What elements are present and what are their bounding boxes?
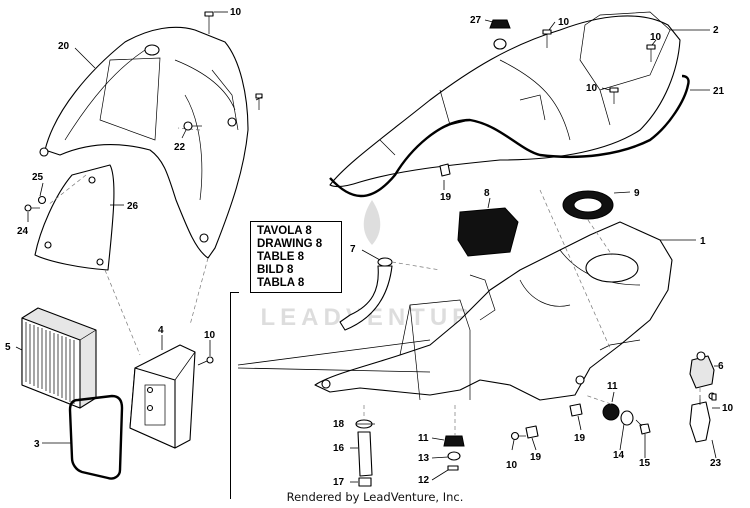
screw-22[interactable] (183, 121, 202, 131)
callout-10: 10 (722, 403, 734, 414)
callout-15: 15 (639, 458, 651, 469)
part-6-sensor[interactable] (689, 351, 715, 389)
part-11-rubber-mount-right[interactable] (602, 403, 620, 421)
part-23-drain-valve[interactable] (689, 392, 716, 443)
callout-16: 16 (333, 443, 345, 454)
callout-14: 14 (613, 450, 625, 461)
callout-21: 21 (713, 86, 725, 97)
reference-line: TAVOLA 8 (257, 225, 312, 237)
callout-6: 6 (718, 361, 724, 372)
part-3-filter-gasket[interactable] (68, 394, 124, 480)
screw-10-cover-a[interactable] (542, 29, 552, 48)
callout-1: 1 (700, 236, 706, 247)
callout-25: 25 (32, 172, 44, 183)
screw-10-duct[interactable] (197, 356, 214, 366)
part-26-side-plate[interactable] (34, 164, 115, 271)
footer-credit: Rendered by LeadVenture, Inc. (286, 490, 464, 504)
callout-20: 20 (58, 41, 70, 52)
callout-3: 3 (34, 439, 40, 450)
part-2-airbox-cover[interactable] (329, 11, 681, 187)
callout-19: 19 (440, 192, 452, 203)
reference-box: TAVOLA 8 DRAWING 8 TABLE 8 BILD 8 TABLA … (250, 221, 342, 293)
callout-19: 19 (574, 433, 586, 444)
part-1-airbox-body[interactable] (314, 221, 673, 401)
clip-19-upper[interactable] (439, 163, 451, 177)
callout-27: 27 (470, 15, 482, 26)
screw-10-bottom[interactable] (510, 431, 527, 441)
part-14-washer[interactable] (620, 410, 634, 426)
callout-8: 8 (484, 188, 490, 199)
callout-5: 5 (5, 342, 11, 353)
callout-2: 2 (713, 25, 719, 36)
callout-23: 23 (710, 458, 722, 469)
callout-10: 10 (650, 32, 662, 43)
callout-11: 11 (418, 433, 429, 444)
part-12-screw[interactable] (447, 465, 459, 471)
part-11-rubber-mount-left[interactable] (443, 435, 465, 447)
callout-26: 26 (127, 201, 139, 212)
part-20-side-cover[interactable] (39, 26, 249, 259)
part-13-spacer[interactable] (447, 451, 461, 461)
part-5-air-filter[interactable] (21, 307, 97, 409)
callout-11: 11 (607, 381, 618, 392)
callout-numbers: 10 20 25 24 26 22 27 10 2 10 10 21 19 8 … (5, 7, 734, 488)
part-21-cover-seal[interactable] (329, 74, 690, 198)
screw-24-washer-25[interactable] (24, 195, 47, 212)
callout-22: 22 (174, 142, 186, 153)
callout-10: 10 (230, 7, 242, 18)
reference-line: DRAWING 8 (257, 238, 323, 250)
part-16-drain-pipe[interactable] (357, 431, 373, 477)
callout-4: 4 (158, 325, 164, 336)
callout-10: 10 (506, 460, 518, 471)
part-27-rubber-plug[interactable] (489, 19, 511, 29)
callout-12: 12 (418, 475, 430, 486)
screw-10-right-side[interactable] (255, 93, 263, 110)
part-8-filter-element[interactable] (457, 207, 519, 257)
clip-19-lower-right[interactable] (569, 403, 583, 417)
callout-9: 9 (634, 188, 640, 199)
screw-10-valve[interactable] (711, 393, 717, 401)
reference-line: TABLE 8 (257, 251, 305, 263)
part-15-screw[interactable] (635, 419, 651, 435)
screw-10-top-left[interactable] (204, 11, 214, 34)
part-4-intake-duct[interactable] (129, 344, 196, 449)
screw-10-cover-c[interactable] (609, 87, 619, 104)
leader-lines (15, 11, 720, 483)
assembly-bracket (230, 292, 239, 499)
callout-24: 24 (17, 226, 29, 237)
clip-19-lower-left[interactable] (525, 425, 539, 439)
callout-13: 13 (418, 453, 430, 464)
callout-10: 10 (586, 83, 598, 94)
callout-17: 17 (333, 477, 345, 488)
reference-line: BILD 8 (257, 264, 294, 276)
reference-line: TABLA 8 (257, 277, 305, 289)
callout-18: 18 (333, 419, 345, 430)
callout-10: 10 (558, 17, 570, 28)
callout-10: 10 (204, 330, 216, 341)
callout-19: 19 (530, 452, 542, 463)
part-17-plug[interactable] (358, 477, 372, 487)
part-9-rubber-ring[interactable] (562, 190, 614, 220)
callout-7: 7 (350, 244, 356, 255)
